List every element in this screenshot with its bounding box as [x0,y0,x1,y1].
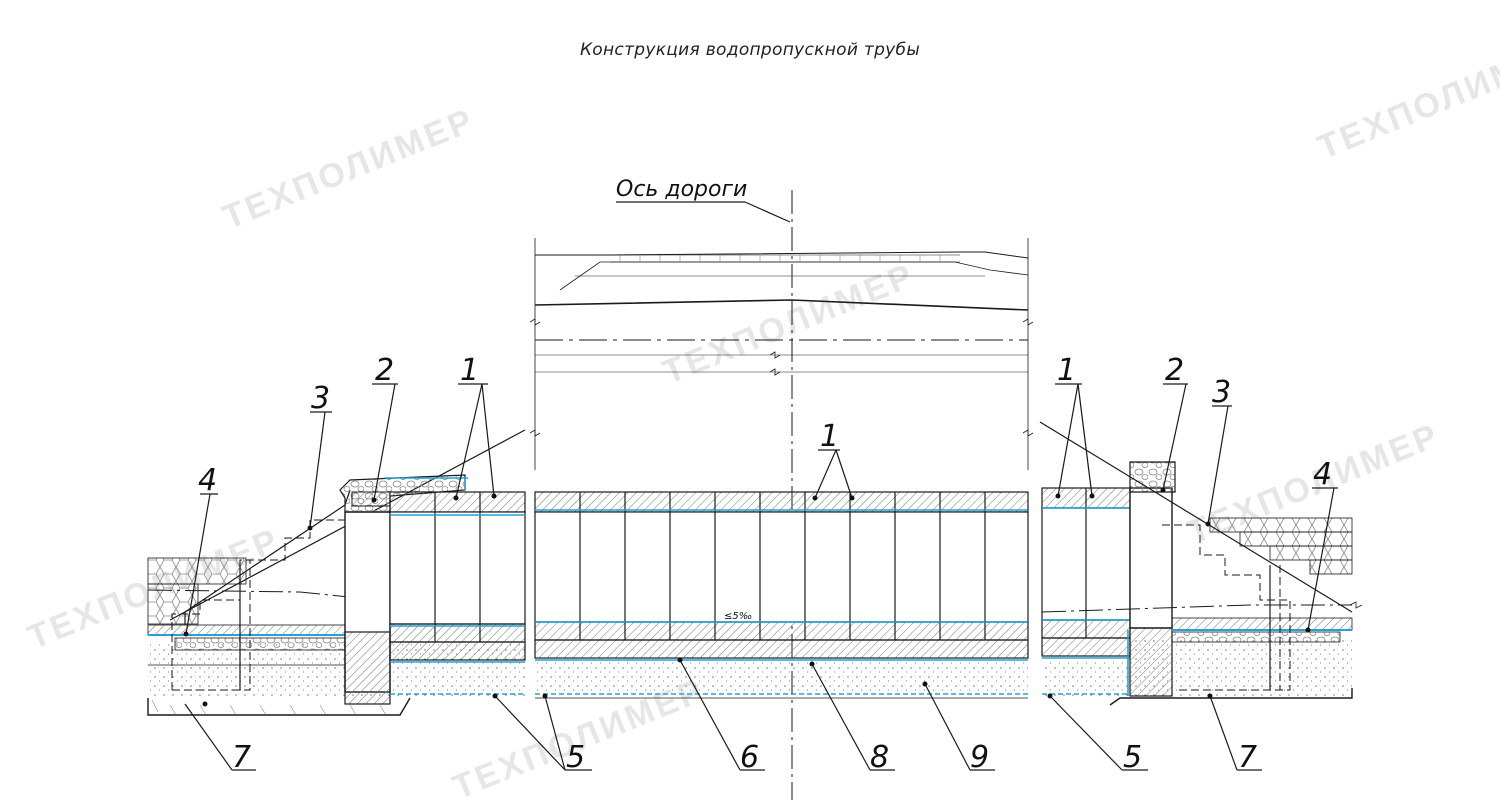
callout-center-1: 1 [820,419,839,454]
callout-left-1: 1 [460,353,479,388]
callout-right-2: 2 [1165,353,1184,388]
road-axis-label: Ось дороги [616,177,747,202]
callouts-left [184,383,765,771]
callout-left-6: 6 [740,740,759,775]
callouts-right [1049,383,1338,771]
callout-right-4: 4 [1313,457,1332,492]
callout-left-4: 4 [198,463,217,498]
road-axis: Ось дороги [616,177,793,800]
pipe-left-group [389,491,526,695]
callout-right-1: 1 [1057,353,1076,388]
slope-label: ≤5‰ [724,611,752,622]
callout-center-9: 9 [970,740,989,775]
callout-left-2: 2 [375,353,394,388]
pipe-center-group [534,491,1029,699]
callout-right-7: 7 [1238,740,1257,775]
callout-center-8: 8 [870,740,889,775]
callout-left-5: 5 [566,740,585,775]
callout-left-7: 7 [232,740,251,775]
callout-right-5: 5 [1123,740,1142,775]
callouts-center [811,449,995,771]
callout-right-3: 3 [1212,375,1231,410]
callout-left-3: 3 [311,381,330,416]
page-title: Конструкция водопропускной трубы [579,40,921,60]
road-embankment [529,238,1034,470]
